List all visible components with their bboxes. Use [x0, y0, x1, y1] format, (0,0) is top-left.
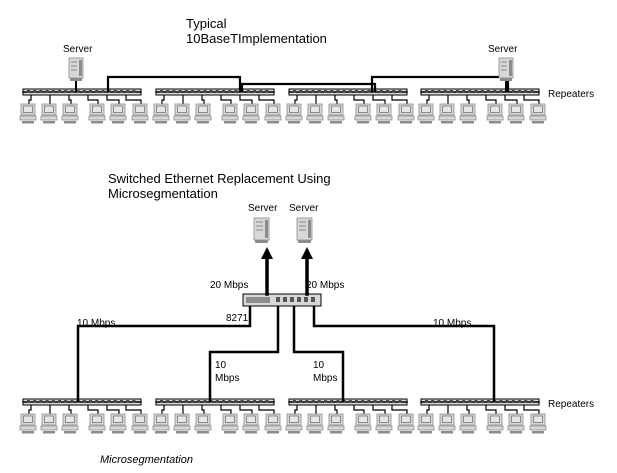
workstation-icon: [486, 103, 504, 124]
repeater-group: [285, 398, 415, 434]
workstation-icon: [397, 413, 415, 434]
workstation-icon: [459, 413, 477, 434]
bottom-title-line1: Switched Ethernet Replacement Using: [108, 171, 331, 186]
workstation-icon: [194, 413, 212, 434]
workstation-icon: [354, 103, 372, 124]
bottom-title-line2: Microsegmentation: [108, 186, 218, 201]
workstation-icon: [529, 103, 547, 124]
top-server-left-label: Server: [63, 44, 93, 55]
repeater-group: [417, 398, 547, 434]
link-inner-left: [208, 306, 280, 402]
speed-right-server-label: 20 Mbps: [306, 280, 345, 291]
workstation-icon: [306, 103, 324, 124]
top-title-line2: 10BaseTImplementation: [186, 31, 327, 46]
server-icon: [296, 217, 313, 243]
workstation-icon: [40, 413, 58, 434]
workstation-icon: [438, 413, 456, 434]
bottom-title: Switched Ethernet Replacement Using Micr…: [108, 171, 331, 201]
workstation-icon: [285, 103, 303, 124]
workstation-icon: [306, 413, 324, 434]
workstation-icon: [417, 413, 435, 434]
speed-inner-right-label-1: 10: [313, 360, 325, 371]
workstation-icon: [507, 413, 525, 434]
server-icon: [68, 57, 84, 81]
workstation-icon: [438, 103, 456, 124]
workstation-icon: [375, 103, 393, 124]
speed-inner-right-label-2: Mbps: [313, 373, 338, 384]
workstation-icon: [486, 413, 504, 434]
backbone-cable: [240, 82, 377, 92]
speed-inner-left-label-1: 10: [215, 360, 227, 371]
caption: Microsegmentation: [100, 454, 193, 466]
backbone-cable: [370, 75, 510, 92]
switch-model-label: 8271: [226, 313, 249, 324]
switch-8271: [242, 293, 322, 307]
speed-far-left-label: 10 Mbps: [77, 318, 116, 329]
workstation-icon: [354, 413, 372, 434]
workstation-icon: [417, 103, 435, 124]
workstation-icon: [61, 103, 79, 124]
repeater-group: [152, 398, 282, 434]
link-far-left: [76, 306, 252, 402]
workstation-icon: [507, 103, 525, 124]
workstation-icon: [40, 103, 58, 124]
workstation-icon: [397, 103, 415, 124]
top-repeaters-label: Repeaters: [548, 89, 595, 100]
top-title: Typical 10BaseTImplementation: [186, 16, 327, 46]
workstation-icon: [529, 413, 547, 434]
workstation-icon: [19, 103, 37, 124]
top-network: [19, 57, 547, 124]
workstation-icon: [88, 103, 106, 124]
backbone-cable: [106, 75, 242, 92]
workstation-icon: [194, 103, 212, 124]
workstation-icon: [375, 413, 393, 434]
bottom-network: [19, 217, 547, 434]
link-inner-right: [292, 306, 345, 402]
workstation-icon: [459, 103, 477, 124]
workstation-icon: [88, 413, 106, 434]
speed-far-right-label: 10 Mbps: [433, 318, 472, 329]
repeater-group: [417, 88, 547, 124]
workstation-icon: [109, 103, 127, 124]
server-icon: [498, 57, 514, 81]
top-server-right-label: Server: [488, 44, 518, 55]
link-far-right: [312, 306, 496, 402]
workstation-icon: [285, 413, 303, 434]
repeater-group: [152, 88, 282, 124]
server-icon: [253, 217, 270, 243]
workstation-icon: [131, 103, 149, 124]
workstation-icon: [221, 103, 239, 124]
speed-left-server-label: 20 Mbps: [210, 280, 249, 291]
bottom-server-right-label: Server: [289, 203, 319, 214]
bottom-repeaters-label: Repeaters: [548, 399, 595, 410]
repeater-group: [19, 88, 149, 124]
workstation-icon: [242, 103, 260, 124]
speed-inner-left-label-2: Mbps: [215, 373, 240, 384]
repeater-group: [19, 398, 149, 434]
bottom-server-left-label: Server: [248, 203, 278, 214]
workstation-icon: [327, 103, 345, 124]
workstation-icon: [327, 413, 345, 434]
workstation-icon: [152, 413, 170, 434]
uplink-arrow-left-head: [261, 247, 273, 259]
workstation-icon: [131, 413, 149, 434]
repeater-group: [285, 88, 415, 124]
uplink-arrow-right-head: [301, 247, 313, 259]
workstation-icon: [19, 413, 37, 434]
workstation-icon: [152, 103, 170, 124]
workstation-icon: [264, 103, 282, 124]
top-title-line1: Typical: [186, 16, 227, 31]
workstation-icon: [173, 103, 191, 124]
workstation-icon: [221, 413, 239, 434]
workstation-icon: [173, 413, 191, 434]
workstation-icon: [264, 413, 282, 434]
workstation-icon: [61, 413, 79, 434]
workstation-icon: [242, 413, 260, 434]
workstation-icon: [109, 413, 127, 434]
